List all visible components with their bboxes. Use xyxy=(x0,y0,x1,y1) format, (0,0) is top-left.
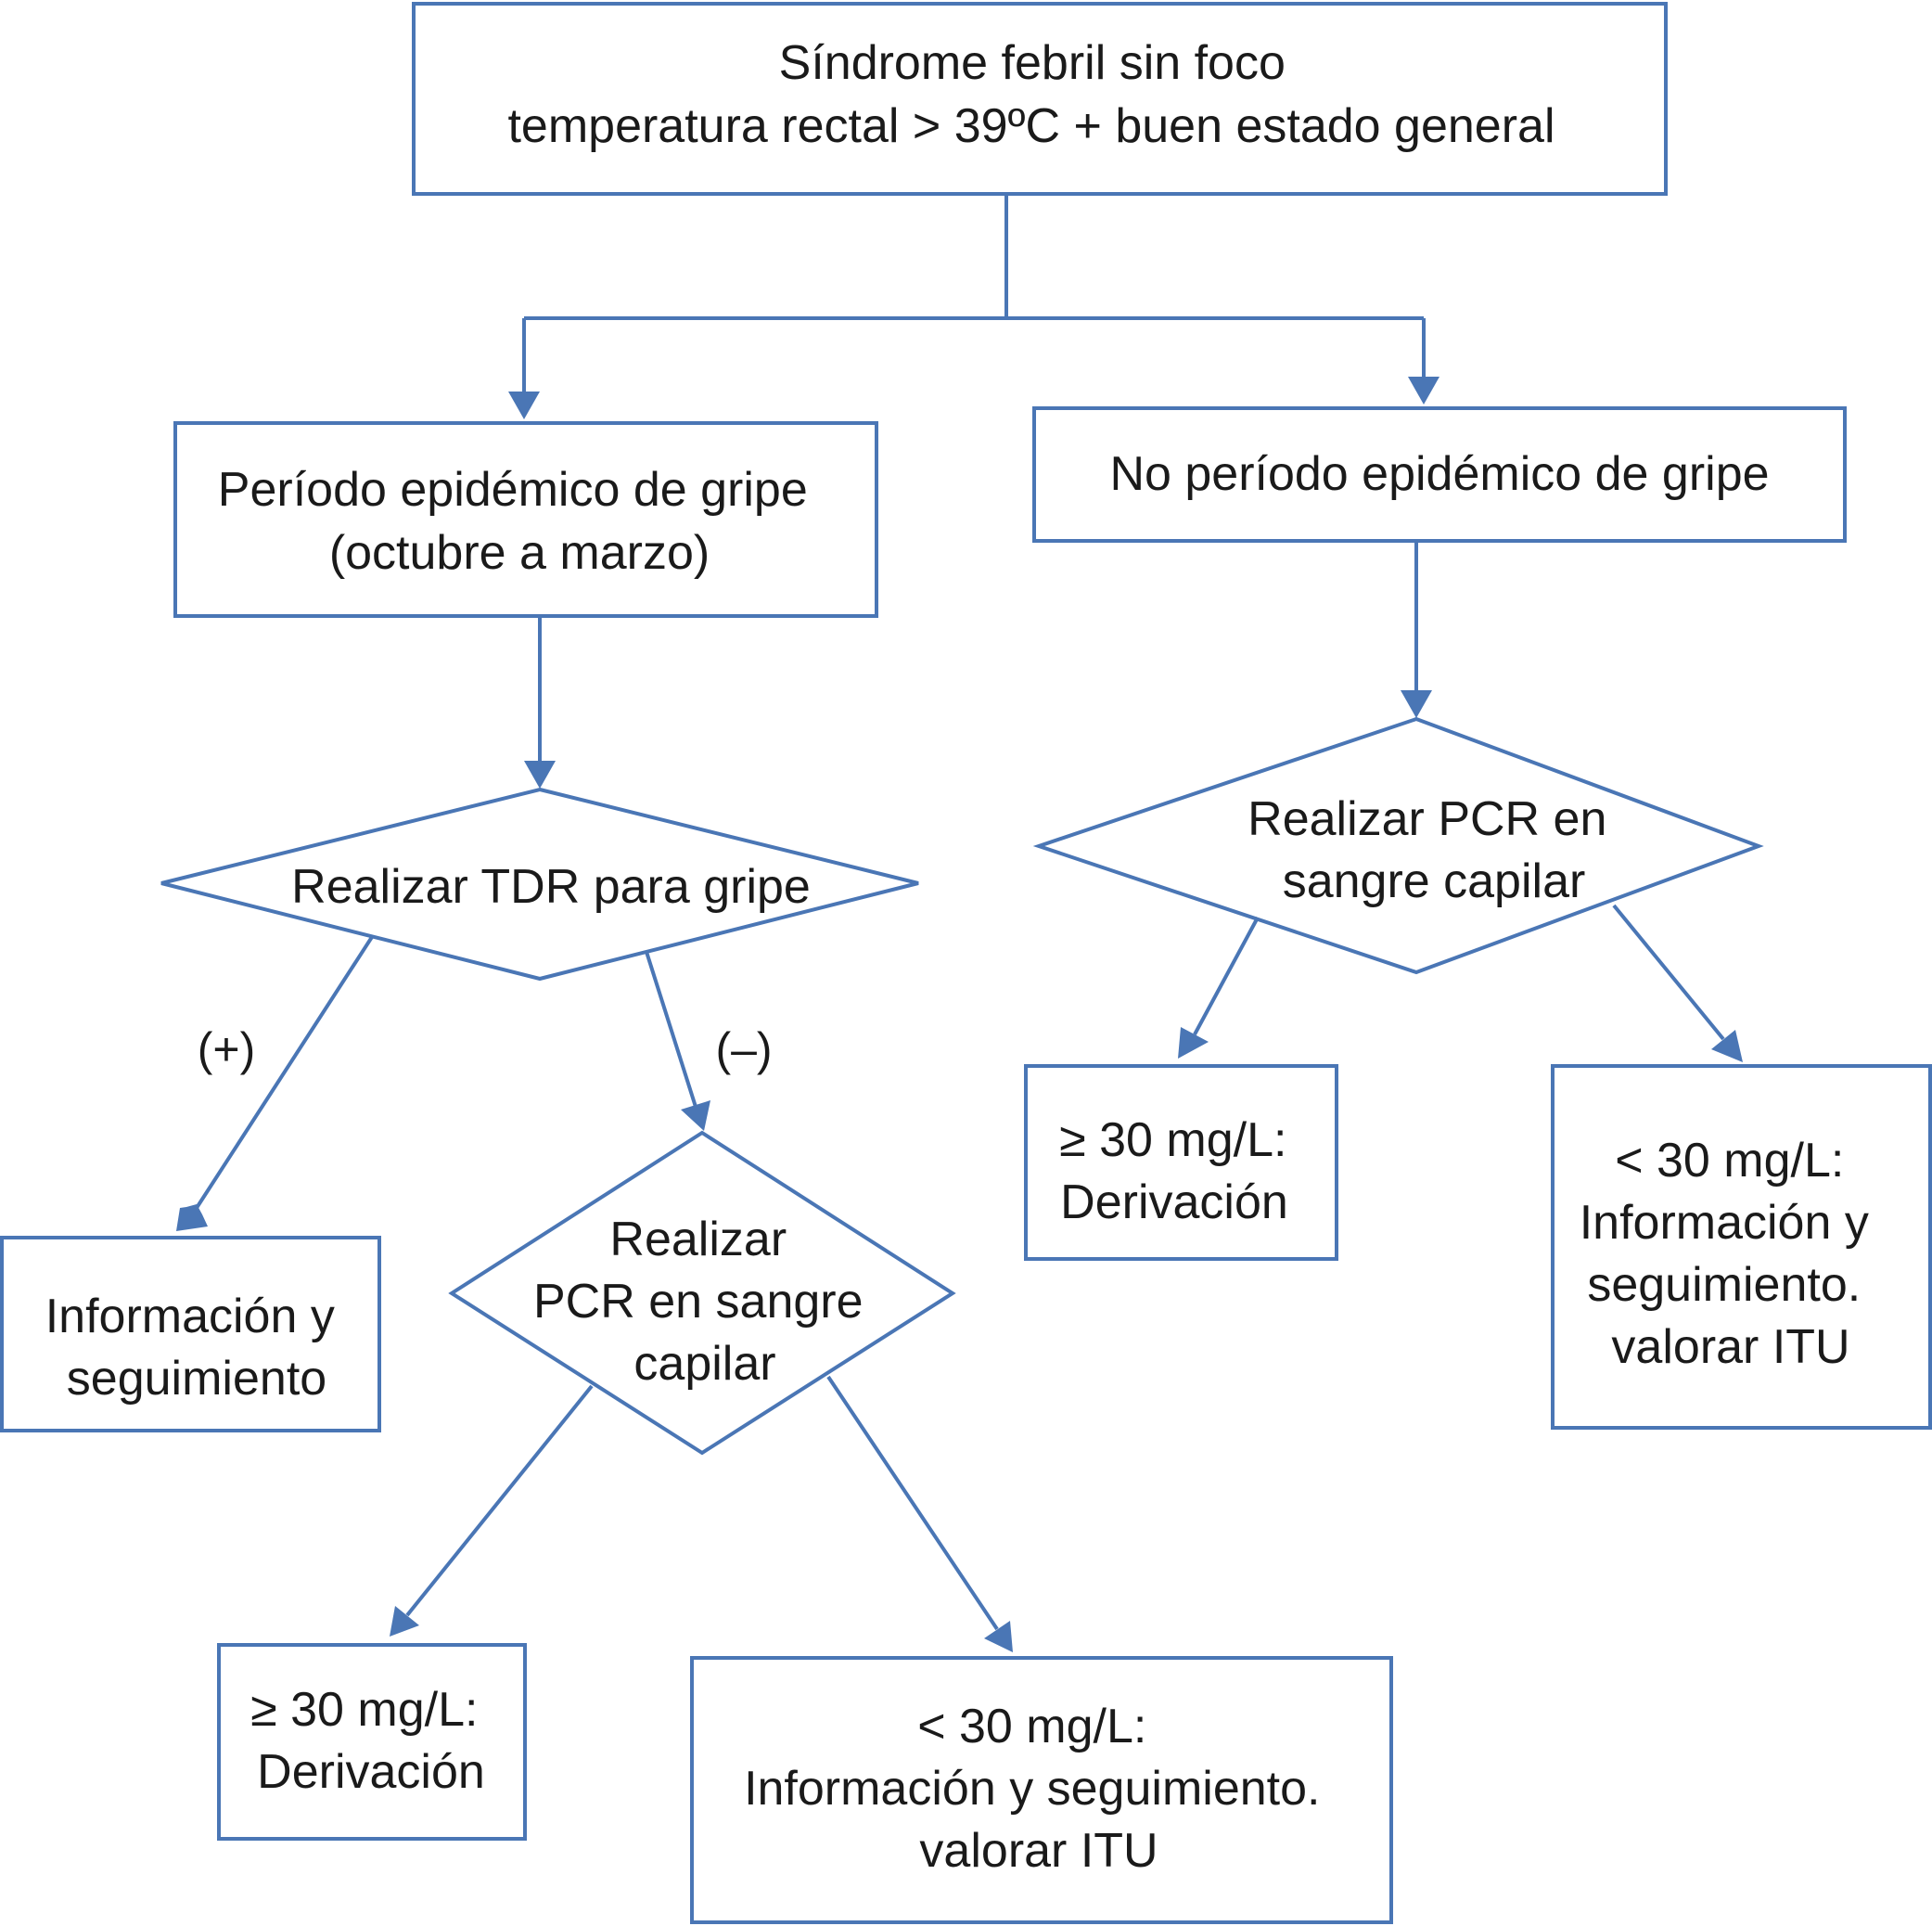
node-high-pcr-left: ≥ 30 mg/L: Derivación xyxy=(217,1643,527,1841)
arrowhead xyxy=(681,1100,710,1131)
arrowhead xyxy=(1178,1027,1209,1059)
edge-pcr-right-high xyxy=(1178,917,1260,1059)
node-high-pcr-right-label: ≥ 30 mg/L: Derivación xyxy=(1059,1113,1300,1229)
node-pcr-right-decision-label: Realizar PCR en sangre capilar xyxy=(1247,792,1620,908)
arrowhead xyxy=(524,761,556,789)
edge-epidemic-to-tdr xyxy=(524,616,556,789)
node-low-pcr-right-label: < 30 mg/L: Información y seguimiento. va… xyxy=(1580,1134,1883,1374)
node-root-label: Síndrome febril sin foco temperatura rec… xyxy=(507,36,1555,153)
node-non-epidemic-period: No período epidémico de gripe xyxy=(1032,406,1847,543)
node-non-epidemic-period-label: No período epidémico de gripe xyxy=(1109,447,1769,501)
arrowhead xyxy=(1408,377,1439,404)
edge-tdr-positive xyxy=(176,935,374,1231)
edge-root-to-non-epidemic xyxy=(1408,318,1439,404)
node-info-followup: Información y seguimiento xyxy=(0,1236,381,1432)
edge-pcr-left-low xyxy=(826,1375,1013,1652)
arrowhead xyxy=(984,1621,1013,1652)
node-epidemic-period-label: Período epidémico de gripe (octubre a ma… xyxy=(218,463,821,580)
node-high-pcr-right: ≥ 30 mg/L: Derivación xyxy=(1024,1064,1338,1261)
node-low-pcr-left-label: < 30 mg/L: Información y seguimiento. va… xyxy=(744,1700,1334,1878)
edge-pcr-right-low xyxy=(1612,904,1743,1062)
edge-tdr-negative xyxy=(645,951,710,1131)
arrowhead xyxy=(508,392,540,419)
edge-root-to-epidemic xyxy=(508,318,540,419)
node-pcr-left-decision-label: Realizar PCR en sangre capilar xyxy=(533,1213,876,1391)
node-low-pcr-right: < 30 mg/L: Información y seguimiento. va… xyxy=(1551,1064,1932,1430)
node-root: Síndrome febril sin foco temperatura rec… xyxy=(412,2,1668,196)
arrowhead xyxy=(1401,690,1432,718)
arrowhead xyxy=(390,1606,419,1637)
edge-non-epidemic-to-pcr xyxy=(1401,541,1432,718)
node-pcr-right-decision: Realizar PCR en sangre capilar xyxy=(1032,716,1764,975)
arrowhead xyxy=(1711,1030,1743,1062)
node-pcr-left-decision: Realizar PCR en sangre capilar xyxy=(448,1130,956,1456)
node-high-pcr-left-label: ≥ 30 mg/L: Derivación xyxy=(250,1683,492,1799)
node-tdr-decision-label: Realizar TDR para gripe xyxy=(291,860,811,914)
edge-label-negative: (–) xyxy=(715,1023,772,1075)
node-epidemic-period: Período epidémico de gripe (octubre a ma… xyxy=(173,421,878,618)
edge-label-positive: (+) xyxy=(198,1023,256,1075)
edge-pcr-left-high xyxy=(390,1384,594,1637)
node-tdr-decision: Realizar TDR para gripe xyxy=(160,787,919,982)
edge-root-split xyxy=(524,194,1424,320)
node-info-followup-label: Información y seguimiento xyxy=(45,1290,349,1406)
arrowhead xyxy=(176,1204,208,1231)
node-low-pcr-left: < 30 mg/L: Información y seguimiento. va… xyxy=(690,1656,1393,1924)
